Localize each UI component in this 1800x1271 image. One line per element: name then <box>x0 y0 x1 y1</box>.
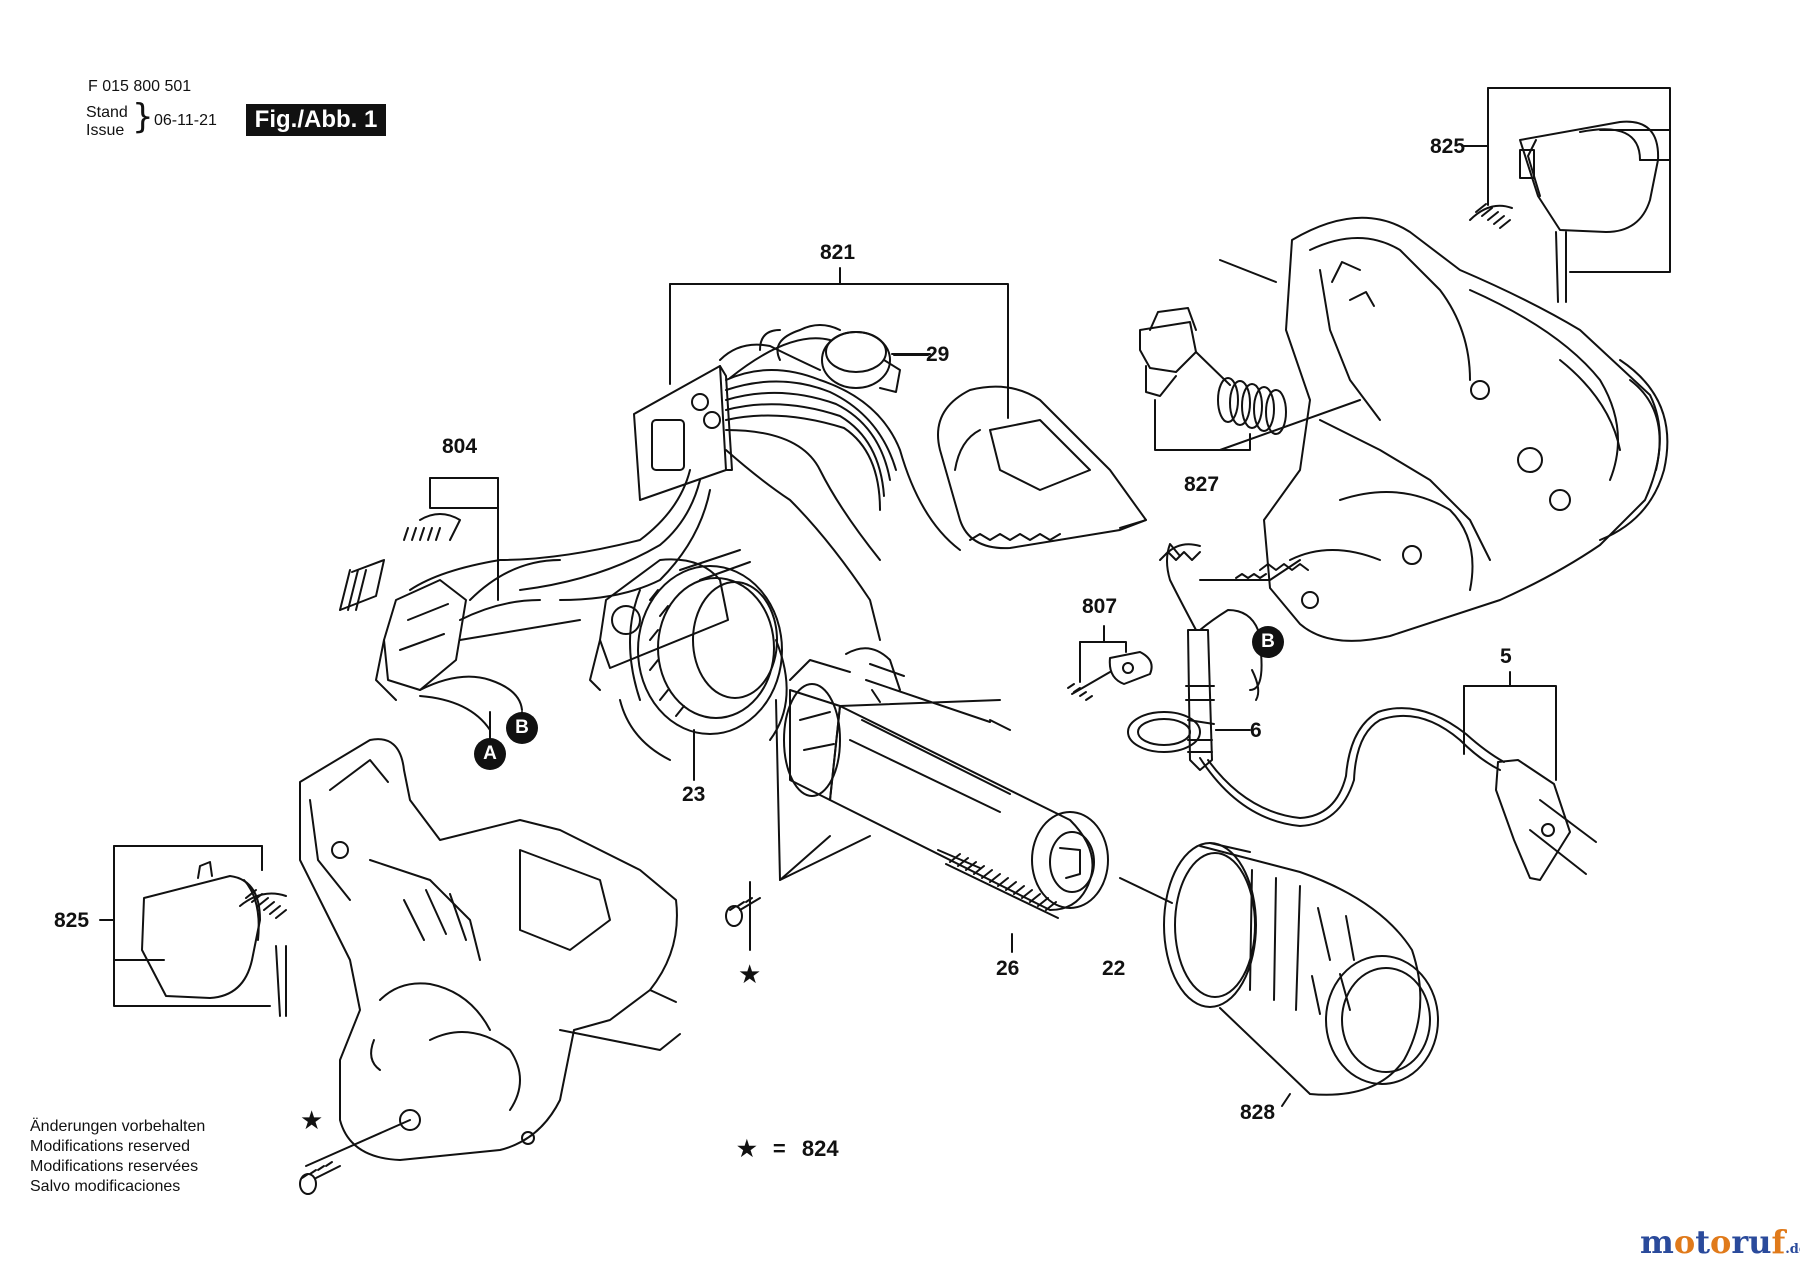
part-cover-panel <box>937 385 1147 550</box>
part-807 <box>1067 625 1153 701</box>
screw-center <box>725 699 871 951</box>
legend-value: 824 <box>801 1136 839 1161</box>
part-right-housing <box>1219 216 1669 642</box>
screw-lower-left <box>299 1161 341 1195</box>
part-828 <box>1119 842 1439 1107</box>
part-825-left <box>99 845 287 1017</box>
leader-b-right <box>1251 669 1260 701</box>
part-left-housing <box>299 738 681 1167</box>
legend-equals: = <box>772 1136 786 1161</box>
part-804 <box>339 477 581 731</box>
part-22 <box>783 647 1109 911</box>
note-en: Modifications reserved <box>30 1138 191 1155</box>
callout-821: 821 <box>820 241 856 264</box>
brand-name: motoruf <box>1640 1223 1786 1261</box>
callout-804: 804 <box>442 435 478 458</box>
star-legend: ★ = 824 <box>737 1136 839 1162</box>
callout-825-top: 825 <box>1430 135 1466 158</box>
star-marker-left: ★ <box>300 1106 324 1136</box>
callout-5: 5 <box>1500 645 1512 668</box>
brand-tld: .de <box>1785 1242 1800 1257</box>
brace-glyph: } <box>132 97 154 137</box>
part-5 <box>1199 671 1597 881</box>
callout-29: 29 <box>926 343 950 366</box>
stand-label: Stand <box>86 104 128 121</box>
callout-6: 6 <box>1250 719 1262 742</box>
part-26 <box>937 849 1059 953</box>
callout-807: 807 <box>1082 595 1118 618</box>
note-fr: Modifications reservées <box>30 1158 199 1175</box>
callout-22: 22 <box>1102 957 1126 980</box>
connector-b-right-marker: B <box>1252 626 1284 658</box>
star-marker-center: ★ <box>738 960 762 990</box>
connector-a-marker: A <box>474 738 506 770</box>
issue-label: Issue <box>86 122 125 139</box>
issue-date: 06-11-21 <box>154 112 217 129</box>
part-6 <box>1127 543 1301 771</box>
callout-825-left: 825 <box>54 909 90 932</box>
note-de: Änderungen vorbehalten <box>30 1118 206 1135</box>
part-825-top <box>1461 87 1671 303</box>
part-23 <box>589 549 788 781</box>
callout-23: 23 <box>682 783 706 806</box>
document-code: F 015 800 501 <box>88 78 192 95</box>
callout-828: 828 <box>1240 1101 1276 1124</box>
note-es: Salvo modificaciones <box>30 1178 181 1195</box>
connector-b-left-marker: B <box>506 712 538 744</box>
legend-star: ★ <box>737 1136 757 1161</box>
part-827 <box>1139 307 1287 451</box>
part-821 <box>409 267 1009 641</box>
modification-notes: Änderungen vorbehalten Modifications res… <box>30 1117 205 1197</box>
brand-watermark: motoruf.de <box>1640 1224 1800 1268</box>
figure-badge: Fig./Abb. 1 <box>246 104 386 136</box>
callout-26: 26 <box>996 957 1020 980</box>
callout-827: 827 <box>1184 473 1220 496</box>
